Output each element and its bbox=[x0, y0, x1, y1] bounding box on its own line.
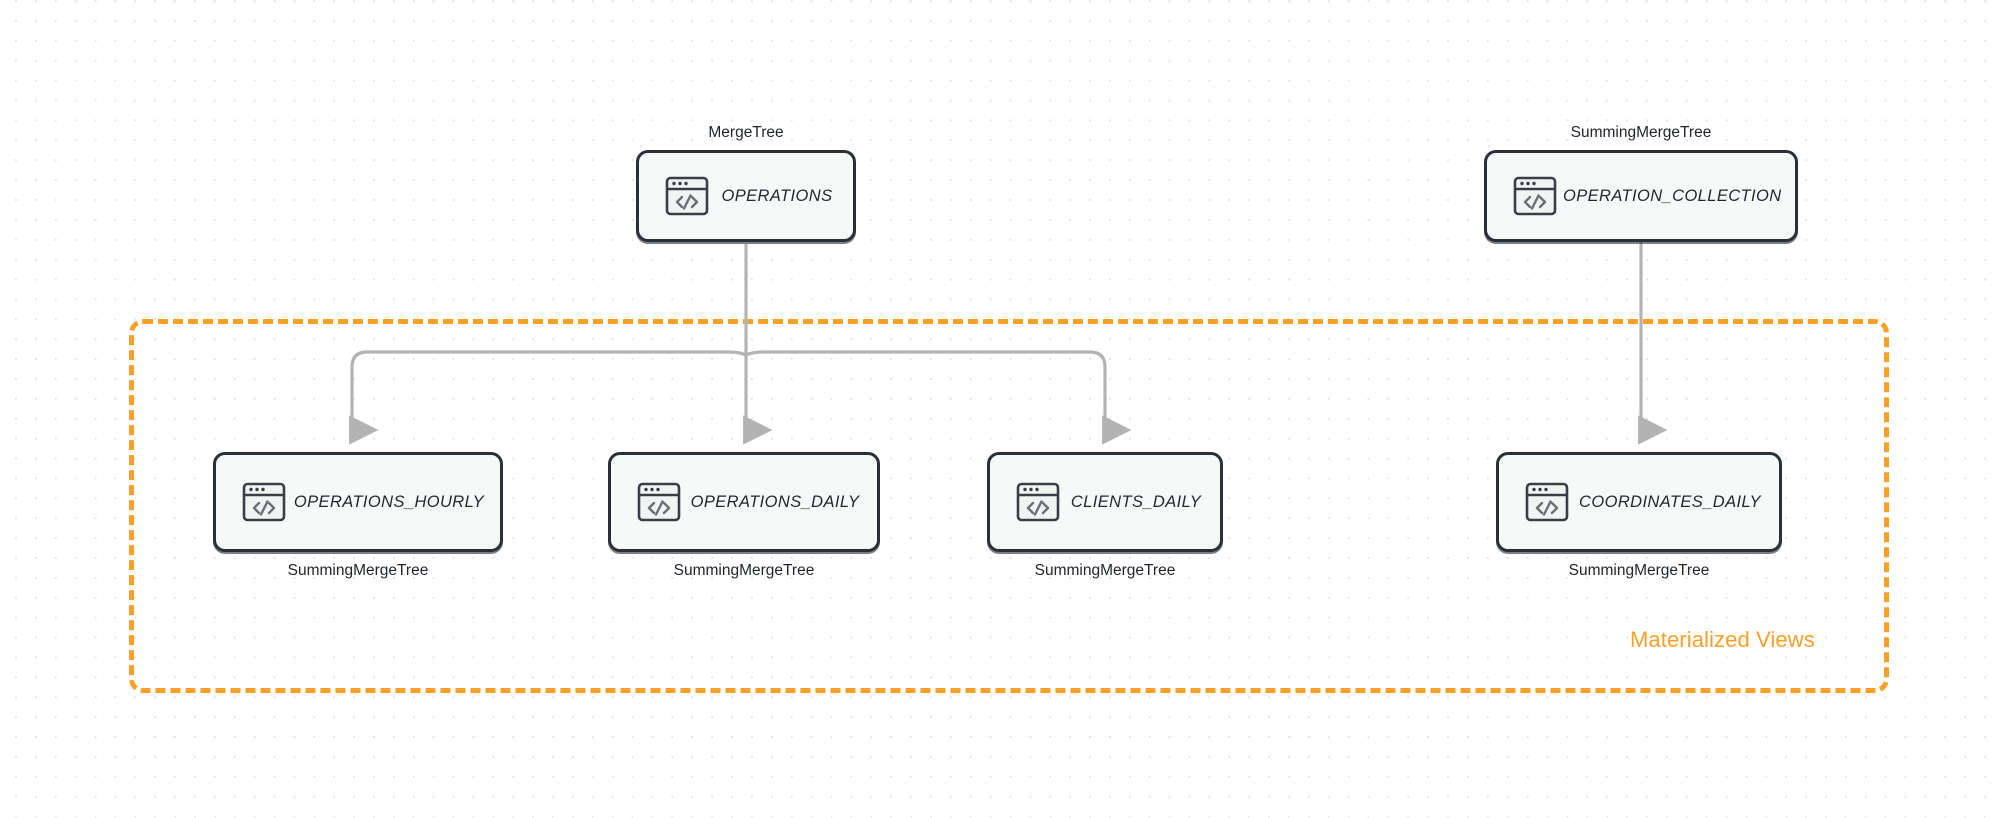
materialized-views-group-label: Materialized Views bbox=[1630, 627, 1815, 652]
node-coordinates-daily[interactable]: COORDINATES_DAILY bbox=[1496, 452, 1782, 552]
node-operations[interactable]: OPERATIONS bbox=[636, 150, 856, 242]
code-window-icon bbox=[637, 482, 681, 522]
code-window-icon bbox=[665, 176, 709, 216]
code-window-icon bbox=[1513, 176, 1557, 216]
code-window-icon bbox=[242, 482, 286, 522]
node-clients-daily-label: CLIENTS_DAILY bbox=[1070, 492, 1202, 511]
materialized-views-group bbox=[129, 319, 1889, 693]
caption-clients-daily-engine: SummingMergeTree bbox=[1034, 562, 1176, 579]
caption-operation-collection-engine: SummingMergeTree bbox=[1570, 124, 1712, 141]
code-window-icon bbox=[1016, 482, 1060, 522]
node-operations-daily-label: OPERATIONS_DAILY bbox=[690, 492, 860, 511]
code-window-icon bbox=[1525, 482, 1569, 522]
node-operations-daily[interactable]: OPERATIONS_DAILY bbox=[608, 452, 880, 552]
node-operations-hourly[interactable]: OPERATIONS_HOURLY bbox=[213, 452, 503, 552]
node-clients-daily[interactable]: CLIENTS_DAILY bbox=[987, 452, 1223, 552]
caption-operations-hourly-engine: SummingMergeTree bbox=[287, 562, 429, 579]
node-operation-collection[interactable]: OPERATION_COLLECTION bbox=[1484, 150, 1798, 242]
node-operations-label: OPERATIONS bbox=[721, 186, 833, 205]
caption-coordinates-daily-engine: SummingMergeTree bbox=[1568, 562, 1710, 579]
node-operations-hourly-label: OPERATIONS_HOURLY bbox=[293, 492, 485, 511]
caption-operations-engine: MergeTree bbox=[708, 124, 784, 141]
node-operation-collection-label: OPERATION_COLLECTION bbox=[1563, 186, 1782, 205]
caption-operations-daily-engine: SummingMergeTree bbox=[673, 562, 815, 579]
node-coordinates-daily-label: COORDINATES_DAILY bbox=[1579, 492, 1761, 511]
